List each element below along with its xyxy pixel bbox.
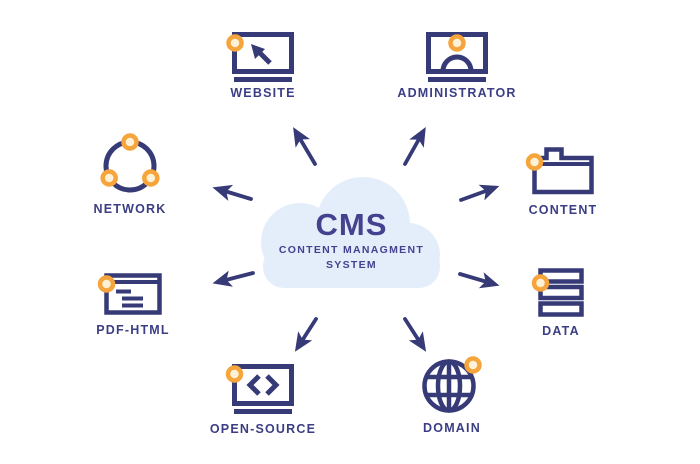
arrow-to-website <box>293 127 317 166</box>
arrow-to-network <box>212 184 253 201</box>
website-monitor-cursor-icon <box>226 30 297 82</box>
cms-subtitle-line1: CONTENT MANAGMENT <box>278 244 425 256</box>
arrow-to-content <box>459 184 500 202</box>
node-label: ADMINISTRATOR <box>397 86 517 100</box>
node-data: DATA <box>496 268 626 338</box>
node-network: NETWORK <box>65 133 195 216</box>
code-brackets-monitor-icon <box>225 362 297 414</box>
cms-subtitle-line2: SYSTEM <box>326 259 377 271</box>
node-administrator: ADMINISTRATOR <box>392 30 522 100</box>
node-domain: DOMAIN <box>387 355 517 435</box>
node-label: CONTENT <box>528 203 598 217</box>
globe-icon <box>422 355 482 413</box>
arrow-to-administrator <box>403 127 426 166</box>
server-stack-icon <box>531 268 584 318</box>
network-ring-nodes-icon <box>100 133 160 194</box>
node-label: OPEN-SOURCE <box>209 422 317 436</box>
folder-icon <box>525 145 594 195</box>
node-label: DOMAIN <box>423 421 481 435</box>
arrow-to-data <box>458 272 500 289</box>
arrow-to-pdf-html <box>212 270 255 287</box>
cloud-icon <box>261 177 440 288</box>
administrator-monitor-user-icon <box>423 30 491 82</box>
document-lines-icon <box>97 273 162 315</box>
node-website: WEBSITE <box>198 30 328 100</box>
arrow-to-domain <box>403 317 427 352</box>
node-label: PDF-HTML <box>96 323 170 337</box>
node-label: NETWORK <box>93 202 167 216</box>
arrow-to-open-source <box>294 317 318 352</box>
node-content: CONTENT <box>498 145 628 217</box>
cms-cloud-node: CMS CONTENT MANAGMENT SYSTEM <box>261 177 440 288</box>
cms-title: CMS <box>315 207 388 242</box>
node-open-source: OPEN-SOURCE <box>198 362 328 436</box>
node-pdf-html: PDF-HTML <box>68 273 198 337</box>
node-label: WEBSITE <box>230 86 296 100</box>
node-label: DATA <box>542 324 580 338</box>
